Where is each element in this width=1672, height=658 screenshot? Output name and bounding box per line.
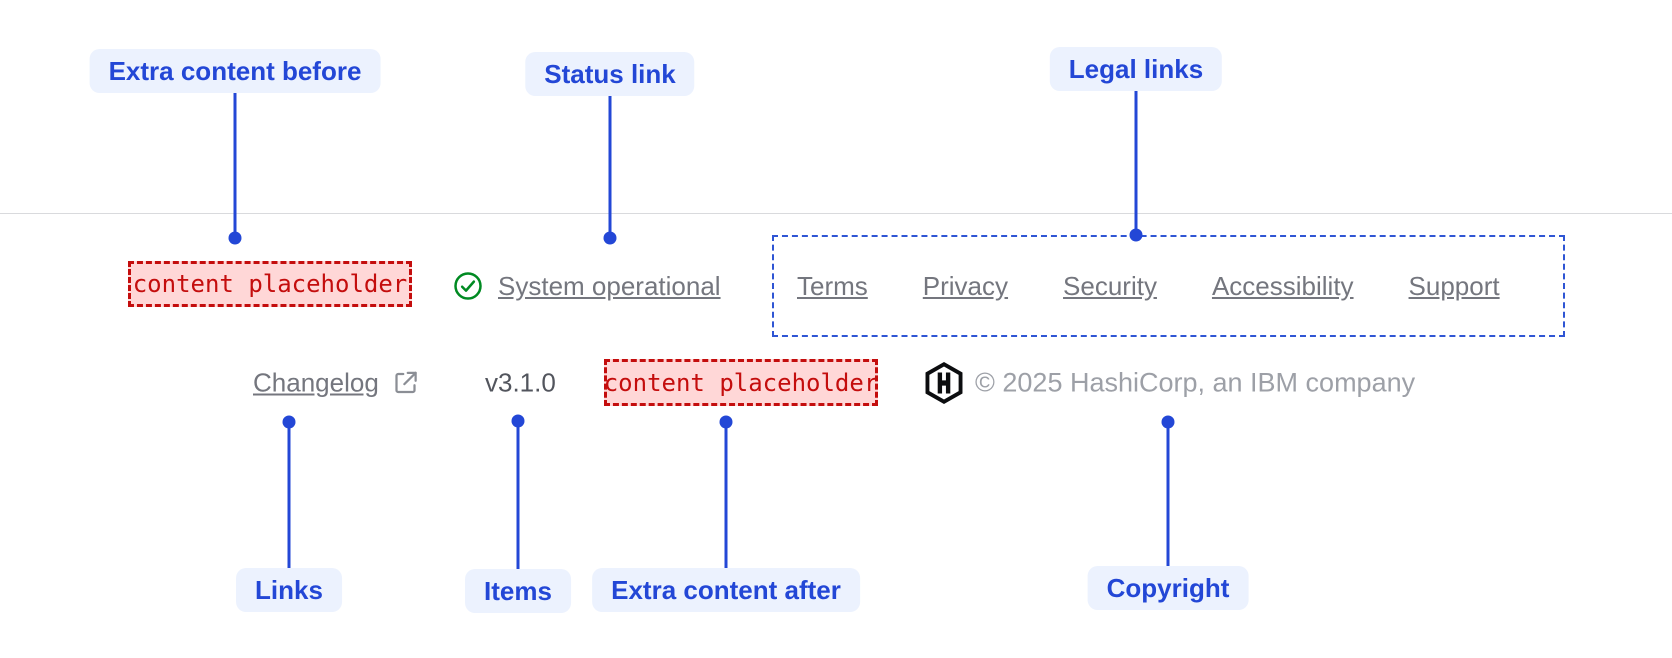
connector-dot-status-link [603, 231, 617, 245]
callout-extra-content-after: Extra content after [592, 568, 860, 612]
callout-links: Links [236, 568, 342, 612]
connector-links [287, 424, 291, 568]
version-item: v3.1.0 [485, 367, 556, 398]
legal-link-privacy[interactable]: Privacy [922, 270, 1009, 301]
footer-top-divider [0, 213, 1672, 214]
callout-legal-links: Legal links [1049, 47, 1223, 91]
status-link[interactable]: System operational [498, 270, 721, 301]
changelog-link-group: Changelog [253, 368, 419, 399]
connector-extra-content-after [724, 424, 728, 568]
connector-dot-items [511, 414, 525, 428]
check-circle-icon [453, 271, 483, 301]
connector-copyright [1166, 424, 1170, 566]
legal-links-container: Terms Privacy Security Accessibility Sup… [772, 235, 1565, 337]
callout-extra-content-before: Extra content before [89, 49, 381, 93]
placeholder-text: content placeholder [603, 368, 879, 397]
legal-link-accessibility[interactable]: Accessibility [1211, 270, 1354, 301]
callout-status-link: Status link [525, 52, 695, 96]
placeholder-text: content placeholder [132, 270, 408, 298]
connector-dot-links [282, 415, 296, 429]
extra-content-before-placeholder: content placeholder [128, 261, 412, 307]
copyright-text: © 2025 HashiCorp, an IBM company [975, 367, 1416, 398]
legal-link-support[interactable]: Support [1408, 270, 1500, 301]
connector-dot-legal-links [1129, 228, 1143, 242]
extra-content-after-placeholder: content placeholder [604, 359, 878, 406]
callout-copyright: Copyright [1087, 566, 1249, 610]
connector-status-link [608, 93, 612, 236]
external-link-icon [392, 370, 419, 397]
hashicorp-logo-icon [925, 362, 963, 404]
connector-extra-content-before [233, 90, 237, 236]
connector-legal-links [1134, 88, 1138, 233]
status-link-group: System operational [453, 264, 721, 308]
legal-link-security[interactable]: Security [1063, 270, 1157, 301]
connector-items [516, 423, 520, 569]
legal-link-terms[interactable]: Terms [797, 270, 868, 301]
callout-items: Items [465, 569, 571, 613]
connector-dot-extra-content-after [719, 415, 733, 429]
changelog-link[interactable]: Changelog [253, 367, 379, 398]
connector-dot-extra-content-before [228, 231, 242, 245]
connector-dot-copyright [1161, 415, 1175, 429]
